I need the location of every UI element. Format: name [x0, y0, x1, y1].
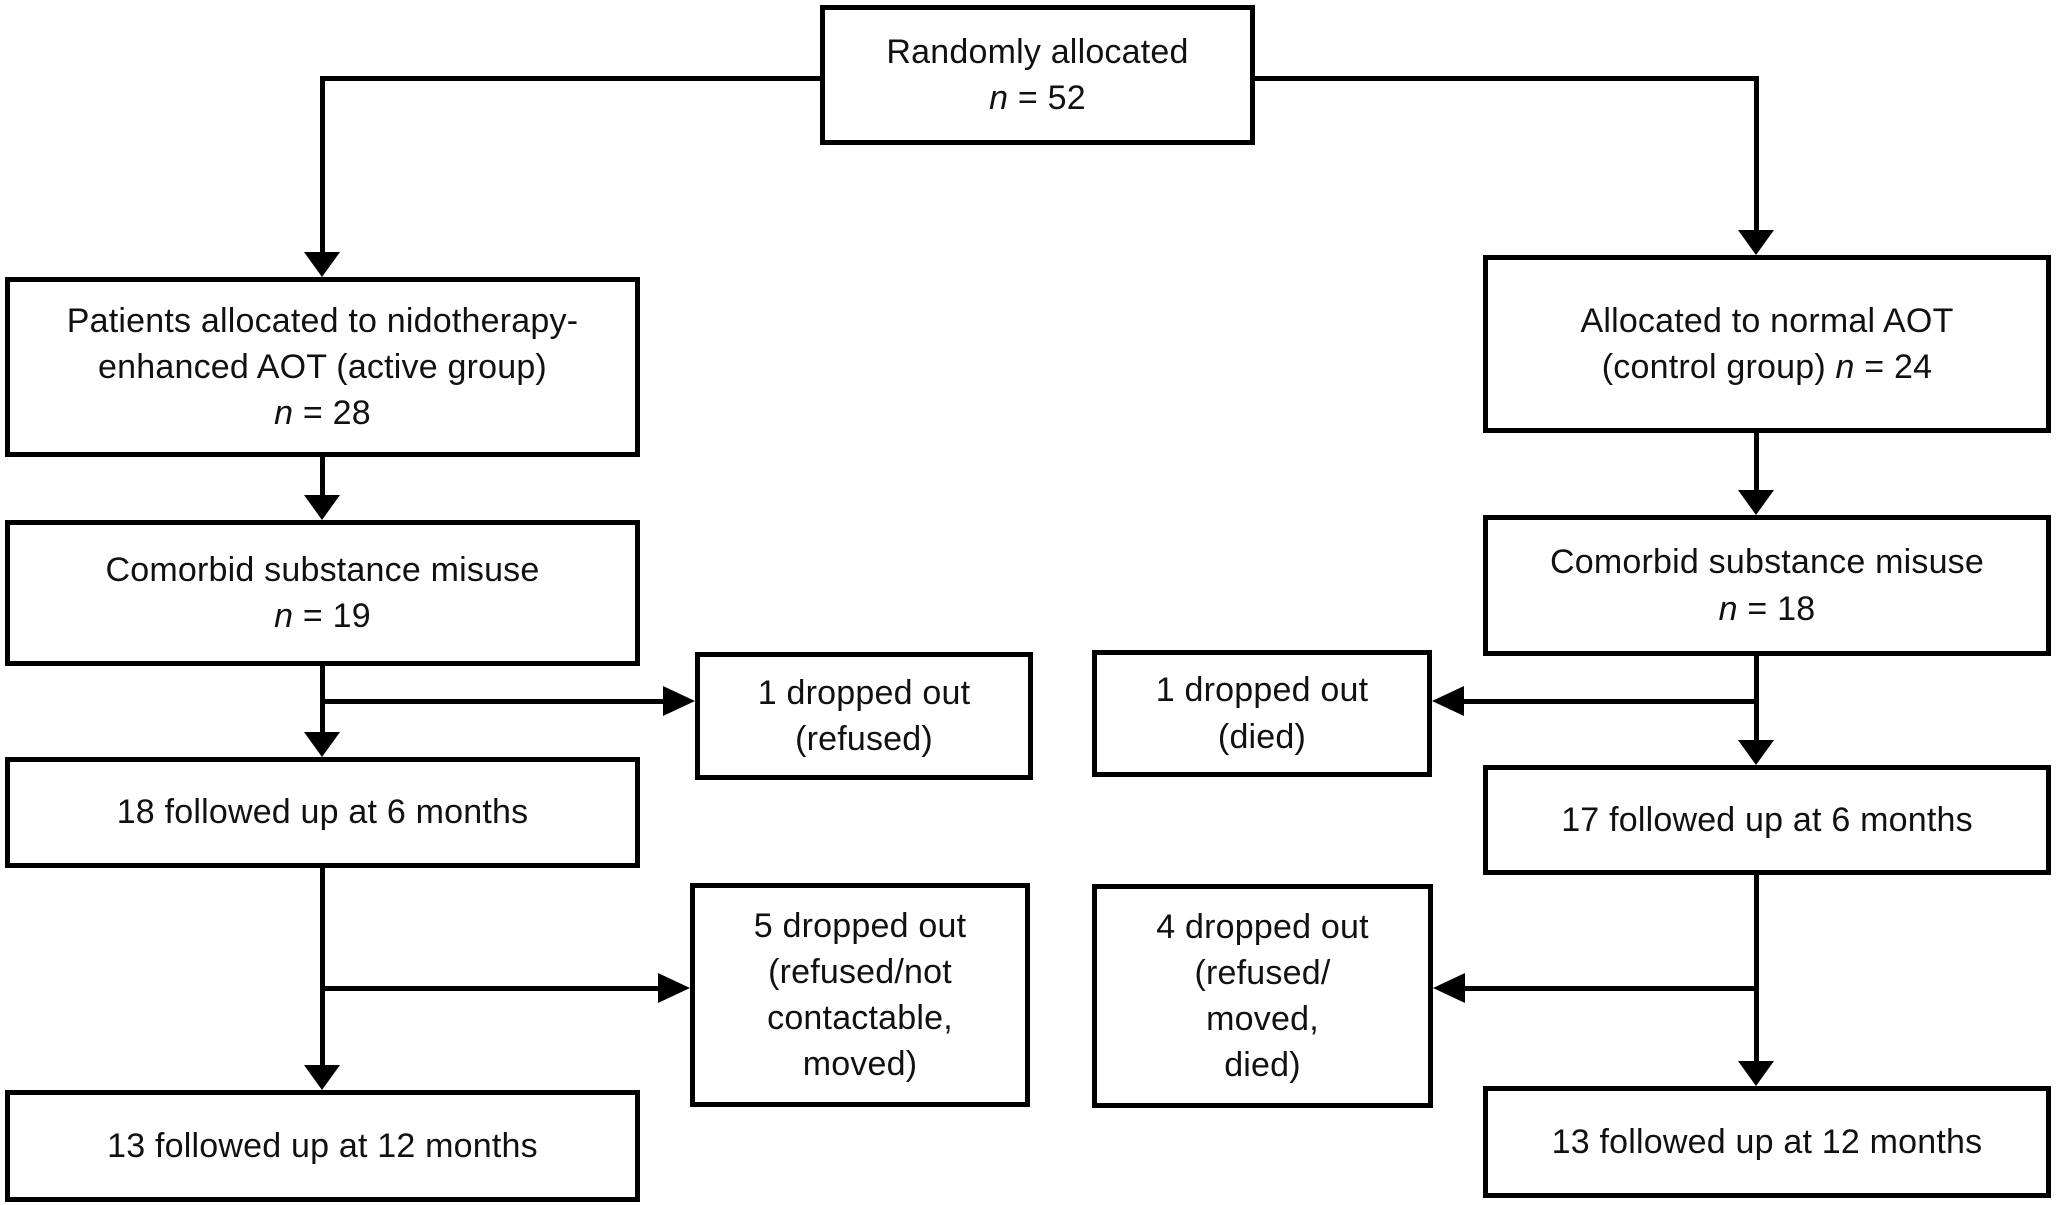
arrowhead-left-to-dropout-12mo-control	[1433, 973, 1465, 1003]
box-text-line: n = 18	[1719, 586, 1816, 632]
box-followup-6mo-control: 17 followed up at 6 months	[1483, 765, 2051, 875]
box-text-line: (refused)	[795, 720, 933, 758]
box-text-line: (refused/	[1194, 953, 1331, 992]
arrowhead-down-to-fu12-active	[304, 1065, 340, 1090]
connector-fu6-to-fu12-control	[1754, 870, 1759, 1063]
box-comorbid-misuse-control: Comorbid substance misuse n = 18	[1483, 515, 2051, 656]
arrowhead-down-to-fu12-control	[1738, 1061, 1774, 1086]
arrowhead-down-to-comorbid-control	[1738, 490, 1774, 515]
box-text-line: 13 followed up at 12 months	[1551, 1122, 1983, 1161]
n-value: = 52	[1008, 79, 1086, 117]
arrowhead-down-to-fu6-active	[304, 732, 340, 757]
box-text-line: (refused/not	[768, 952, 952, 991]
box-text-line: 1 dropped out	[757, 673, 971, 712]
branch-to-dropout-12mo-active	[322, 986, 658, 991]
box-text-line: 13 followed up at 12 months	[107, 1126, 538, 1165]
n-value: = 18	[1737, 589, 1816, 628]
branch-to-dropout-6mo-control	[1464, 699, 1759, 704]
connector-top-horizontal-left	[320, 76, 822, 81]
box-text-line: Patients allocated to nidotherapy-	[66, 301, 579, 340]
n-symbol: n	[1718, 589, 1738, 628]
box-text-line: contactable,	[767, 999, 953, 1037]
box-text-line: Comorbid substance misuse	[105, 550, 540, 589]
box-text-line: enhanced AOT (active group)	[98, 347, 547, 386]
box-text-line: Allocated to normal AOT	[1580, 301, 1954, 340]
connector-active-to-comorbid	[320, 452, 325, 497]
box-text-line: died)	[1224, 1046, 1301, 1085]
connector-split-vertical-right	[1754, 76, 1759, 232]
arrowhead-left-to-dropout-6mo-control	[1432, 686, 1464, 716]
connector-comorbid-to-fu6-control	[1754, 651, 1759, 742]
box-text-line: (died)	[1217, 717, 1307, 756]
box-control-group-allocation: Allocated to normal AOT (control group) …	[1483, 255, 2051, 433]
arrowhead-right-to-dropout-12mo-active	[658, 973, 690, 1003]
n-symbol: n	[274, 597, 294, 635]
box-comorbid-misuse-active: Comorbid substance misuse n = 19	[5, 520, 640, 666]
connector-fu6-to-fu12-active	[320, 863, 325, 1067]
box-active-group-allocation: Patients allocated to nidotherapy- enhan…	[5, 277, 640, 457]
n-value: = 28	[293, 394, 371, 433]
box-text-line: moved)	[802, 1045, 918, 1084]
box-text-line: 18 followed up at 6 months	[116, 793, 529, 832]
arrowhead-down-to-control-alloc	[1738, 230, 1774, 255]
box-followup-12mo-active: 13 followed up at 12 months	[5, 1090, 640, 1202]
n-symbol: n	[274, 394, 294, 433]
connector-control-to-comorbid	[1754, 430, 1759, 492]
box-text-line: 4 dropped out	[1156, 907, 1369, 946]
branch-to-dropout-12mo-control	[1465, 986, 1759, 991]
n-value: = 19	[293, 597, 371, 635]
box-dropout-6mo-active: 1 dropped out (refused)	[695, 652, 1033, 780]
box-text-line: 1 dropped out	[1155, 671, 1369, 710]
box-dropout-12mo-control: 4 dropped out (refused/ moved, died)	[1092, 884, 1433, 1108]
box-text-line: 17 followed up at 6 months	[1561, 800, 1973, 839]
arrowhead-down-to-comorbid-active	[304, 495, 340, 520]
box-text-line: n = 52	[989, 75, 1086, 121]
box-randomly-allocated: Randomly allocated n = 52	[820, 5, 1255, 145]
box-dropout-12mo-active: 5 dropped out (refused/not contactable, …	[690, 883, 1030, 1107]
box-text-line: n = 28	[274, 390, 371, 436]
box-text-line: moved,	[1206, 1000, 1319, 1038]
box-text-line: n = 19	[274, 593, 371, 639]
box-text-line: (control group) n = 24	[1602, 344, 1932, 390]
control-group-label: (control group)	[1601, 348, 1836, 386]
arrowhead-down-to-active-alloc	[304, 252, 340, 277]
box-dropout-6mo-control: 1 dropped out (died)	[1092, 650, 1432, 777]
box-text-line: Randomly allocated	[886, 32, 1189, 71]
n-value: = 24	[1854, 348, 1933, 386]
n-symbol: n	[989, 79, 1009, 117]
connector-split-vertical-left	[320, 76, 325, 254]
connector-top-horizontal-right	[1253, 76, 1759, 81]
box-followup-12mo-control: 13 followed up at 12 months	[1483, 1086, 2051, 1198]
n-symbol: n	[1835, 348, 1855, 386]
box-text-line: 5 dropped out	[753, 906, 967, 945]
box-text-line: Comorbid substance misuse	[1550, 543, 1984, 582]
branch-to-dropout-6mo-active	[322, 699, 663, 704]
connector-comorbid-to-fu6-active	[320, 661, 325, 735]
arrowhead-down-to-fu6-control	[1738, 740, 1774, 765]
box-followup-6mo-active: 18 followed up at 6 months	[5, 757, 640, 868]
arrowhead-right-to-dropout-6mo-active	[663, 686, 695, 716]
